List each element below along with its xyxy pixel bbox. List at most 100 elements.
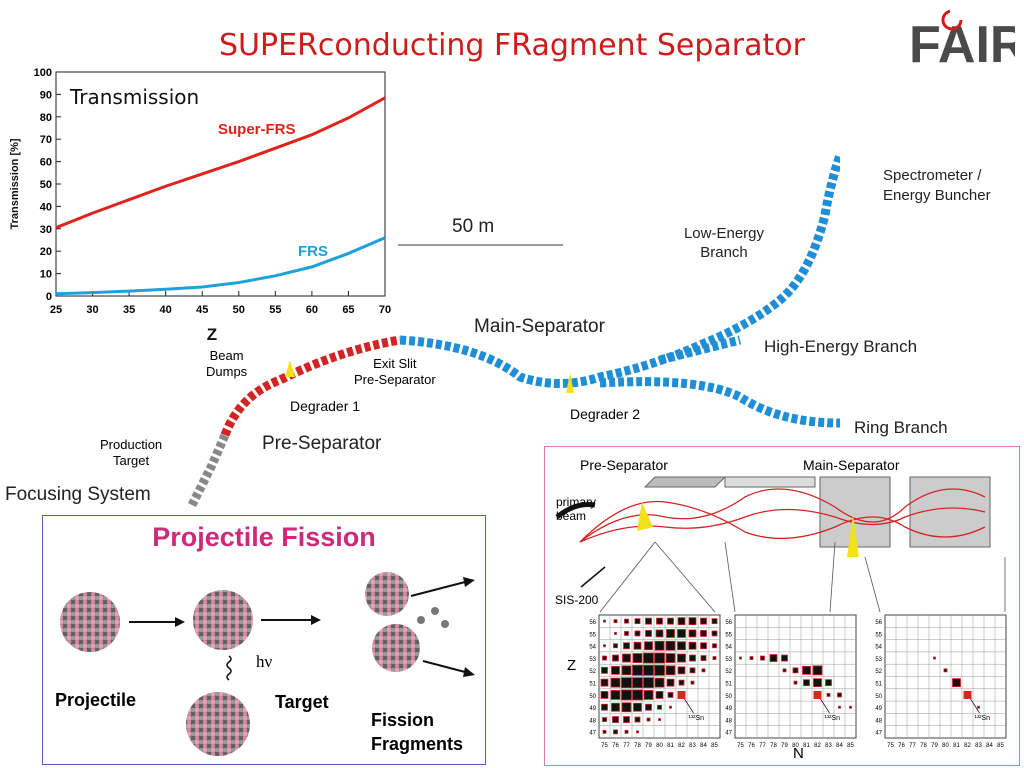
z-tick-label: 55 <box>725 632 732 638</box>
isotope-yield-cell <box>688 641 697 650</box>
label-main-separator: Main-Separator <box>474 316 605 337</box>
zoom-line <box>654 541 716 613</box>
isotope-yield-cell <box>643 652 654 664</box>
sn132-arrow <box>684 698 694 714</box>
sn132-arrow <box>970 698 980 714</box>
fragment-1 <box>365 572 409 616</box>
n-tick-label: 85 <box>997 743 1004 749</box>
z-tick-label: 49 <box>875 706 882 712</box>
fair-logo: FAIR <box>909 9 1015 70</box>
n-tick-label: 80 <box>792 743 799 749</box>
label-low-energy-branch: Low-Energy Branch <box>683 225 765 261</box>
label-projectile: Projectile <box>55 690 137 710</box>
isotope-yield-cell <box>633 702 642 712</box>
isotope-yield-cell <box>666 678 675 687</box>
isotope-yield-cell <box>700 617 707 625</box>
isotope-yield-cell <box>600 691 609 699</box>
x-tick-label: 45 <box>196 304 208 316</box>
isotope-yield-cell <box>634 618 641 625</box>
primary-beam-dump <box>555 502 596 519</box>
arrow-projectile-head-icon <box>175 617 185 627</box>
separation-panel: Pre-Separator Main-Separator primary bea… <box>544 446 1020 766</box>
isotope-yield-cell <box>612 716 619 723</box>
isotope-yield-cell <box>739 656 742 660</box>
arrow-target-head-icon <box>311 615 321 625</box>
z-tick-label: 53 <box>725 657 732 663</box>
pre-separator-section <box>220 335 401 437</box>
high-energy-section <box>658 335 742 365</box>
label-production-target: Production Target <box>100 437 163 468</box>
isotope-yield-cell <box>645 617 652 625</box>
isotope-yield-cell <box>613 619 618 624</box>
z-tick-label: 50 <box>725 694 732 700</box>
isotope-yield-cell <box>632 689 643 701</box>
zoom-line <box>599 541 656 613</box>
dipole-magnet <box>819 476 891 548</box>
dipole-magnet <box>643 476 727 488</box>
label-z-axis: Z <box>567 657 577 674</box>
isotope-yield-cell <box>849 705 852 709</box>
x-tick-label: 40 <box>160 304 172 316</box>
z-tick-label: 50 <box>589 694 596 700</box>
isotope-yield-cell <box>634 630 641 637</box>
isotope-yield-cell <box>700 642 707 650</box>
isotope-yield-cell <box>624 729 629 734</box>
ion-trajectory <box>579 488 986 543</box>
z-tick-label: 47 <box>725 731 732 737</box>
z-tick-label: 56 <box>589 620 596 626</box>
isotope-yield-cell <box>665 653 676 663</box>
fission-illustration <box>60 572 475 756</box>
isotope-yield-cell <box>677 653 686 663</box>
isotope-yield-cell <box>602 729 607 734</box>
z-tick-label: 48 <box>875 718 882 724</box>
n-tick-label: 77 <box>759 743 766 749</box>
n-tick-label: 81 <box>667 743 674 749</box>
n-tick-label: 77 <box>623 743 630 749</box>
z-tick-label: 56 <box>725 620 732 626</box>
arrow-fragment-1-head-icon <box>463 577 475 587</box>
z-tick-label: 55 <box>875 632 882 638</box>
chart-title: Transmission <box>69 85 199 109</box>
z-tick-label: 52 <box>875 669 882 675</box>
isotope-yield-cell <box>621 702 632 713</box>
isotope-yield-cell <box>621 677 632 689</box>
isotope-yield-cell <box>781 654 788 662</box>
isotope-yield-cell <box>656 617 663 625</box>
label-degrader-2: Degrader 2 <box>570 406 641 422</box>
focusing-system-section <box>187 433 230 508</box>
zoom-line <box>829 541 836 613</box>
degrader-2-icon <box>566 373 574 393</box>
isotope-yield-cell <box>802 665 811 675</box>
legend-super-frs: Super-FRS <box>218 121 296 138</box>
series-line-frs <box>55 236 386 296</box>
slide-title: SUPERconducting FRagment Separator <box>219 28 805 63</box>
n-tick-label: 83 <box>689 743 696 749</box>
isotope-yield-cell <box>749 656 754 660</box>
isotope-yield-cell <box>943 668 948 673</box>
n-tick-label: 79 <box>931 743 938 749</box>
isotope-yield-cell <box>645 703 652 711</box>
isotope-yield-cell <box>825 679 832 687</box>
y-tick-label: 50 <box>40 179 52 191</box>
arrow-fragment-1 <box>410 581 466 597</box>
y-tick-label: 10 <box>40 269 52 281</box>
z-tick-label: 51 <box>875 682 882 688</box>
n-tick-label: 82 <box>964 743 971 749</box>
isotope-yield-cell <box>633 641 642 650</box>
sn132-marker <box>677 690 686 699</box>
isotope-yield-cell <box>792 667 799 674</box>
z-tick-label: 52 <box>725 669 732 675</box>
n-tick-label: 81 <box>953 743 960 749</box>
isotope-yield-cell <box>636 730 639 734</box>
scale-label: 50 m <box>452 216 495 237</box>
isotope-yield-cell <box>654 677 665 688</box>
projectile-nucleus-2 <box>193 590 253 650</box>
z-tick-label: 51 <box>725 682 732 688</box>
z-tick-label: 52 <box>589 669 596 675</box>
sn132-label: ¹³²Sn <box>975 715 991 722</box>
label-focusing-system: Focusing System <box>5 484 151 505</box>
y-tick-label: 20 <box>40 246 52 258</box>
z-tick-label: 53 <box>875 657 882 663</box>
fair-logo-text: FAIR <box>909 16 1015 70</box>
isotope-yield-cell <box>601 666 608 674</box>
